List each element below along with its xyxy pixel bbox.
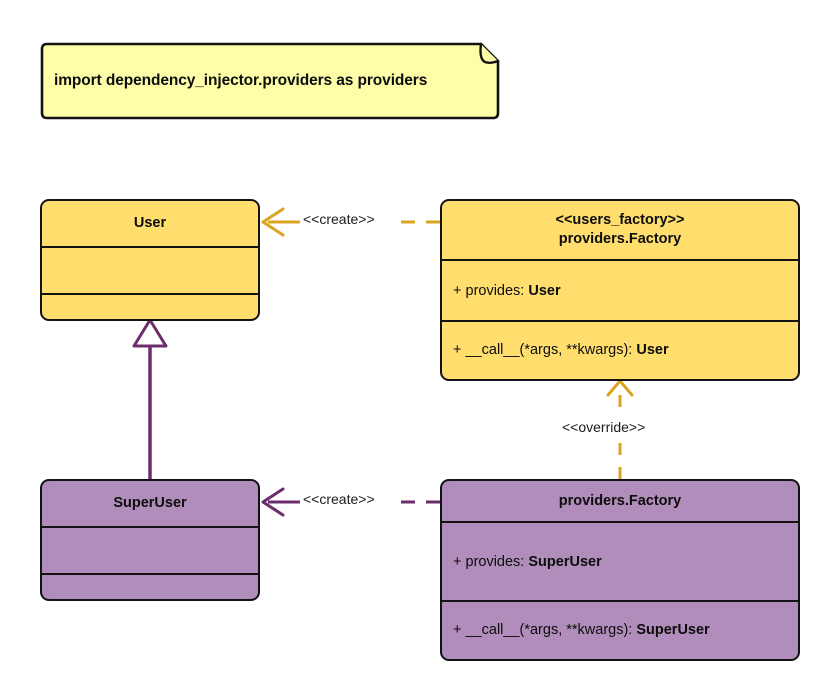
class-title-providers-factory: providers.Factory xyxy=(442,481,798,521)
open-arrowhead-icon xyxy=(261,207,285,237)
class-methods-superuser xyxy=(42,573,258,598)
class-methods-users-factory: + __call__(*args, **kwargs): User xyxy=(442,320,798,378)
class-methods-user xyxy=(42,293,258,318)
class-name-superuser: SuperUser xyxy=(113,495,187,512)
note-folded-corner-icon xyxy=(479,42,500,64)
attribute-visibility: + xyxy=(453,282,462,299)
method-name: __call__(*args, **kwargs): xyxy=(465,342,633,358)
class-name-users-factory: providers.Factory xyxy=(558,231,682,247)
method-name: __call__(*args, **kwargs): xyxy=(465,622,633,638)
note-text: import dependency_injector.providers as … xyxy=(54,72,428,89)
open-arrowhead-icon xyxy=(606,379,634,397)
class-stereotype-users-factory: <<users_factory>> xyxy=(555,212,685,229)
class-methods-providers-factory: + __call__(*args, **kwargs): SuperUser xyxy=(442,600,798,658)
edge-label-create-user: <<create>> xyxy=(300,211,378,227)
attribute-type: SuperUser xyxy=(528,553,602,570)
note-shape xyxy=(40,42,500,120)
class-box-superuser[interactable]: SuperUser xyxy=(40,479,260,601)
edge-label-create-superuser: <<create>> xyxy=(300,491,378,507)
method-type: SuperUser xyxy=(636,622,710,638)
class-title-superuser: SuperUser xyxy=(42,481,258,526)
method-visibility: + xyxy=(453,342,462,358)
edge-label-override: <<override>> xyxy=(559,419,649,435)
method-type: User xyxy=(636,342,669,358)
attribute-visibility: + xyxy=(453,553,462,570)
class-title-users-factory: <<users_factory>> providers.Factory xyxy=(442,201,798,259)
class-attributes-superuser xyxy=(42,526,258,573)
open-arrowhead-icon xyxy=(261,487,285,517)
import-note: import dependency_injector.providers as … xyxy=(38,40,502,122)
attribute-type: User xyxy=(528,282,561,299)
class-box-users-factory[interactable]: <<users_factory>> providers.Factory + pr… xyxy=(440,199,800,381)
method-visibility: + xyxy=(453,622,462,638)
class-box-user[interactable]: User xyxy=(40,199,260,321)
class-attributes-users-factory: + provides: User xyxy=(442,259,798,320)
attribute-name: provides: xyxy=(465,282,525,299)
attribute-name: provides: xyxy=(465,553,525,570)
hollow-triangle-icon xyxy=(132,318,168,348)
edge-generalization xyxy=(132,318,168,479)
class-name-providers-factory: providers.Factory xyxy=(558,492,682,509)
class-attributes-providers-factory: + provides: SuperUser xyxy=(442,521,798,600)
class-attributes-user xyxy=(42,246,258,293)
class-name-user: User xyxy=(133,215,167,232)
class-title-user: User xyxy=(42,201,258,246)
class-box-providers-factory[interactable]: providers.Factory + provides: SuperUser … xyxy=(440,479,800,661)
